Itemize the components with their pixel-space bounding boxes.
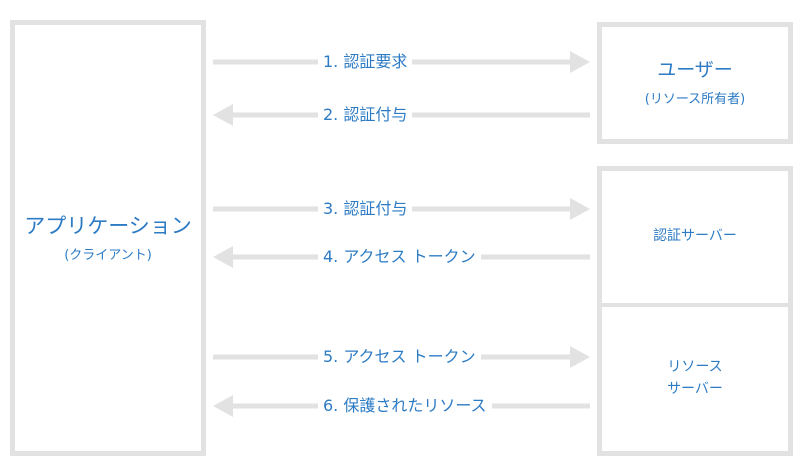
application-box: アプリケーション (クライアント): [10, 20, 206, 456]
application-title: アプリケーション: [24, 214, 192, 239]
flow-label-2: 2. 認証付与: [318, 105, 413, 125]
flow-arrow-4-head: [213, 246, 233, 268]
user-title: ユーザー: [657, 58, 733, 81]
resource-server-box: リソース サーバー: [597, 304, 793, 456]
flow-label-1: 1. 認証要求: [318, 52, 413, 72]
resource-server-label-line2: サーバー: [667, 381, 723, 397]
flow-label-3: 3. 認証付与: [318, 199, 413, 219]
flow-arrow-2-head: [213, 104, 233, 126]
flow-arrow-6-head: [213, 395, 233, 417]
flow-arrow-1-head: [570, 51, 590, 73]
flow-arrow-5-head: [570, 346, 590, 368]
auth-server-box: 認証サーバー: [597, 166, 793, 306]
flow-arrow-3-head: [570, 198, 590, 220]
application-subtitle: (クライアント): [64, 247, 152, 263]
user-box: ユーザー (リソース所有者): [597, 22, 793, 144]
flow-label-4: 4. アクセス トークン: [318, 247, 481, 267]
flow-label-6: 6. 保護されたリソース: [318, 396, 492, 416]
resource-server-label-line1: リソース: [667, 359, 723, 376]
flow-label-5: 5. アクセス トークン: [318, 347, 481, 367]
user-subtitle: (リソース所有者): [644, 92, 746, 108]
auth-server-label: 認証サーバー: [653, 228, 737, 245]
